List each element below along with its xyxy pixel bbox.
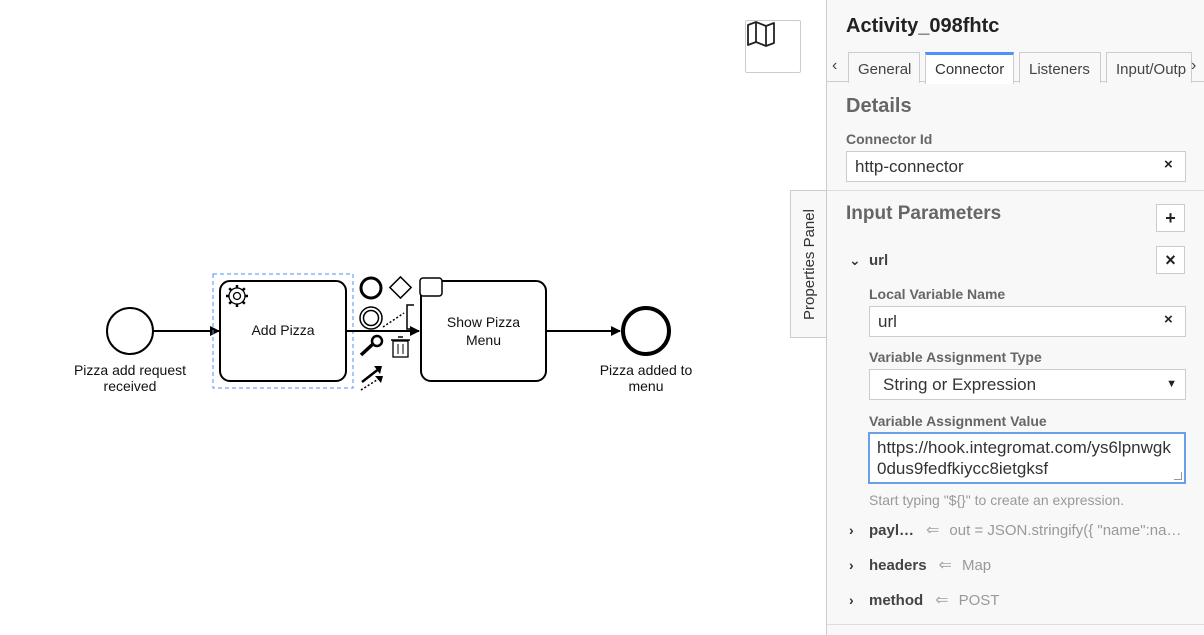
chevron-right-icon: › xyxy=(849,592,854,608)
append-task-icon[interactable] xyxy=(419,277,443,297)
variable-assignment-value-textarea[interactable]: https://hook.integromat.com/ys6lpnwgk0du… xyxy=(868,432,1186,484)
param-headers-row[interactable]: › headers ⇐ Map xyxy=(849,555,991,575)
param-headers-value: Map xyxy=(961,556,992,574)
tab-listeners[interactable]: Listeners xyxy=(1019,52,1101,83)
group-separator xyxy=(827,190,1204,191)
tab-general[interactable]: General xyxy=(848,52,920,83)
variable-assignment-value-text: https://hook.integromat.com/ys6lpnwgk0du… xyxy=(877,438,1171,478)
variable-assignment-type-select[interactable]: String or Expression ▼ xyxy=(869,369,1186,400)
param-payload-value: out = JSON.stringify({ "name":na… xyxy=(949,521,1182,539)
end-event-label: Pizza added to menu xyxy=(599,362,693,394)
chevron-down-icon: ⌄ xyxy=(849,251,861,268)
param-payload-row[interactable]: › payl… ⇐ out = JSON.stringify({ "name":… xyxy=(849,520,1181,540)
connector-id-clear-icon[interactable]: × xyxy=(1164,156,1173,173)
param-payload-name: payl… xyxy=(869,521,915,539)
local-variable-clear-icon[interactable]: × xyxy=(1164,311,1173,328)
add-parameter-button[interactable]: + xyxy=(1156,204,1185,232)
param-method-row[interactable]: › method ⇐ POST xyxy=(849,590,999,610)
variable-assignment-value-label: Variable Assignment Value xyxy=(869,413,1047,429)
variable-assignment-type-value: String or Expression xyxy=(883,375,1037,394)
param-method-value: POST xyxy=(958,591,1000,609)
tab-input-output[interactable]: Input/Outp xyxy=(1106,52,1192,83)
properties-panel-toggle-label: Properties Panel xyxy=(800,208,818,320)
tab-bar: ‹ General Connector Listeners Input/Outp… xyxy=(827,51,1204,84)
details-heading: Details xyxy=(846,95,912,117)
trash-icon[interactable] xyxy=(391,336,410,358)
arrow-left-icon: ⇐ xyxy=(938,557,952,574)
remove-param-url-button[interactable]: × xyxy=(1156,246,1185,274)
panel-title: Activity_098fhtc xyxy=(846,15,1000,37)
task-show-pizza-menu-label: Show Pizza Menu xyxy=(446,314,521,348)
input-parameters-heading: Input Parameters xyxy=(846,203,1002,224)
append-text-annotation-icon[interactable] xyxy=(382,304,414,330)
end-event[interactable] xyxy=(621,306,671,356)
param-url-name: url xyxy=(869,251,889,269)
local-variable-name-input[interactable]: url xyxy=(869,306,1186,337)
param-url-header[interactable]: ⌄ url xyxy=(849,250,888,270)
append-gateway-icon[interactable] xyxy=(388,275,413,300)
association-arrow-icon[interactable] xyxy=(360,376,383,391)
properties-panel: Activity_098fhtc ‹ General Connector Lis… xyxy=(826,0,1204,635)
local-variable-name-label: Local Variable Name xyxy=(869,286,1006,302)
param-method-name: method xyxy=(869,591,924,609)
append-end-event-icon[interactable] xyxy=(359,276,383,300)
wrench-icon[interactable] xyxy=(359,334,384,357)
tab-connector[interactable]: Connector xyxy=(925,52,1014,84)
expression-hint: Start typing "${}" to create an expressi… xyxy=(869,492,1125,508)
tab-next-icon[interactable]: › xyxy=(1191,57,1197,74)
task-add-pizza-label: Add Pizza xyxy=(251,322,315,338)
chevron-right-icon: › xyxy=(849,557,854,573)
dropdown-caret-icon: ▼ xyxy=(1166,378,1177,390)
param-headers-name: headers xyxy=(869,556,927,574)
map-icon xyxy=(747,21,775,47)
group-separator xyxy=(827,624,1204,625)
start-event-label: Pizza add request received xyxy=(73,362,187,394)
resize-handle-icon[interactable] xyxy=(1174,472,1182,480)
variable-assignment-type-label: Variable Assignment Type xyxy=(869,349,1042,365)
chevron-right-icon: › xyxy=(849,522,854,538)
context-pad[interactable] xyxy=(359,275,443,391)
append-intermediate-event-icon[interactable] xyxy=(359,306,383,330)
diagram-canvas[interactable]: Pizza add request received Add Pizza Sho… xyxy=(0,0,826,635)
connect-arrow-icon[interactable] xyxy=(361,366,382,383)
tab-prev-icon[interactable]: ‹ xyxy=(832,57,838,74)
properties-panel-toggle[interactable]: Properties Panel xyxy=(790,190,827,338)
connector-id-input[interactable]: http-connector xyxy=(846,151,1186,182)
gear-icon xyxy=(226,285,248,307)
bpmn-diagram[interactable] xyxy=(0,0,826,635)
connector-id-label: Connector Id xyxy=(846,131,933,147)
start-event[interactable] xyxy=(106,307,154,355)
minimap-toggle-button[interactable] xyxy=(745,20,801,73)
arrow-left-icon: ⇐ xyxy=(935,592,949,609)
arrow-left-icon: ⇐ xyxy=(926,522,940,539)
